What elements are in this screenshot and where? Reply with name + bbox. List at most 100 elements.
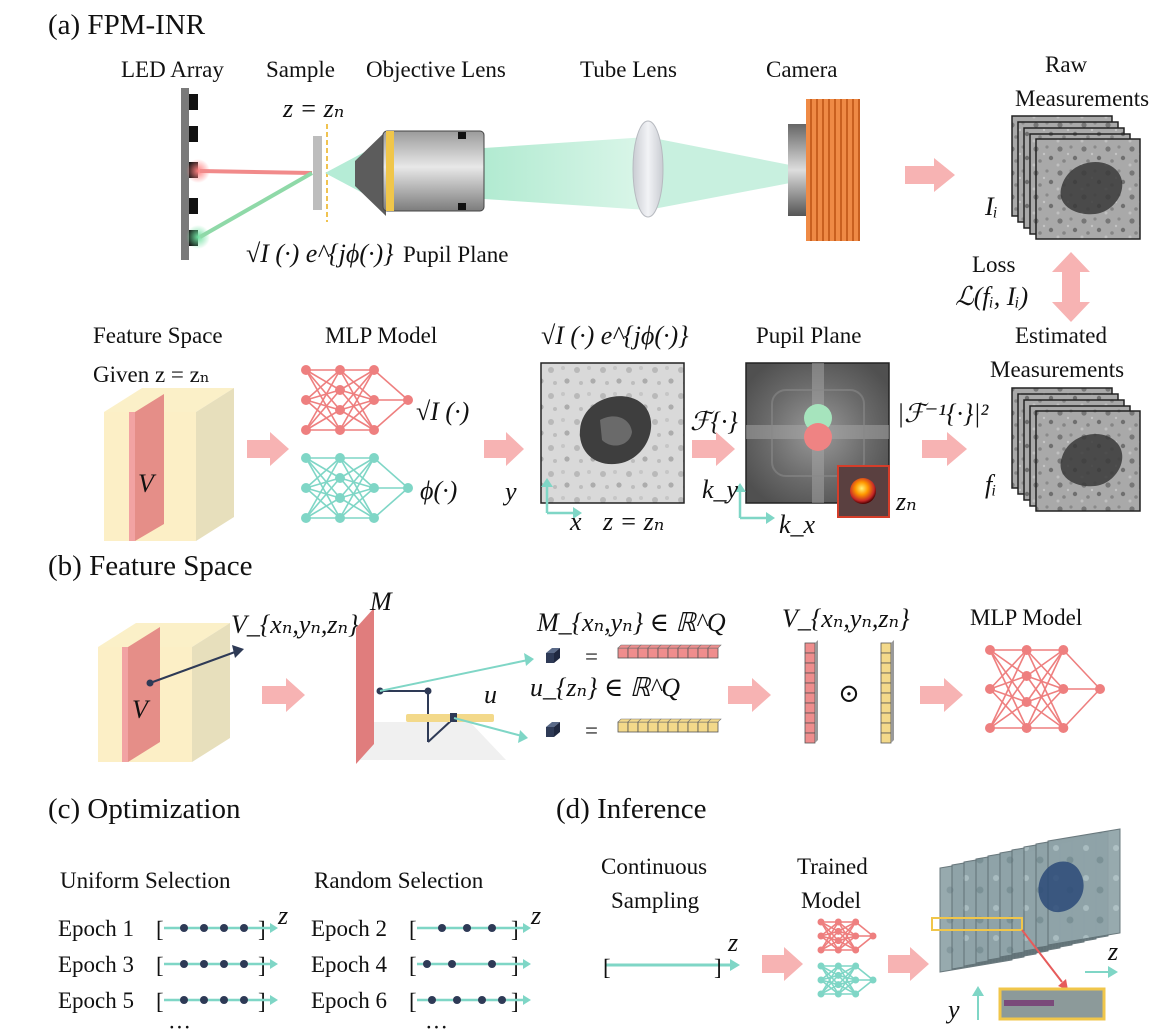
net-node [817, 962, 825, 970]
bracket-close: ] [258, 989, 266, 1014]
sample-dot [463, 924, 471, 932]
sample-slide [313, 136, 322, 210]
u-label: u [484, 680, 497, 709]
arrow-to-mlp [247, 432, 289, 466]
net-edge [339, 389, 375, 431]
vector-cell [687, 721, 699, 733]
bracket-open: [ [156, 917, 164, 942]
vector-cell [697, 721, 709, 733]
net-edge [373, 399, 409, 431]
stack-axis-y-label: y [945, 995, 960, 1024]
z-axis-head [523, 923, 531, 933]
net-node [852, 918, 860, 926]
raw-measurement-stack [1011, 115, 1141, 240]
column-vector-u [880, 640, 894, 744]
coord-arrow-head [232, 645, 244, 658]
net-edge [339, 369, 375, 431]
sample-dot [220, 960, 228, 968]
net-edge [339, 457, 375, 499]
vector-cell [880, 722, 892, 734]
red-ray [199, 169, 313, 175]
epoch-label-right: Epoch 4 [311, 952, 388, 977]
tube-lens [632, 120, 664, 218]
net-edge [339, 389, 375, 401]
vector-cell [627, 647, 639, 659]
objective-lens [355, 130, 485, 216]
panel-b-title: (b) Feature Space [48, 550, 253, 582]
net-node [985, 684, 995, 694]
pupil-axis-kx: k_x [779, 510, 816, 539]
net-edge [837, 935, 857, 951]
epoch-label-right: Epoch 6 [311, 988, 387, 1013]
net-edge [339, 487, 375, 519]
net-edge [339, 477, 375, 489]
net-node [834, 918, 842, 926]
stack-axis-z-head [1108, 966, 1118, 978]
vector-cell [804, 702, 816, 714]
net-edge [1026, 688, 1064, 729]
label-objective-lens: Objective Lens [366, 57, 506, 82]
trained-network-teal [817, 962, 877, 998]
net-edge [1026, 649, 1064, 703]
label-pupil-plane-setup: Pupil Plane [403, 242, 508, 267]
net-edge [820, 965, 839, 986]
sample-dot [478, 996, 486, 1004]
label-given-z: Given z = zₙ [93, 362, 210, 387]
net-node [852, 932, 860, 940]
vector-cell [687, 647, 699, 659]
loss-expression: ℒ(fᵢ, Iᵢ) [955, 282, 1028, 311]
mlp-network-b [985, 645, 1105, 733]
net-node [403, 483, 413, 493]
net-edge [820, 974, 839, 995]
panel-c-title: (c) Optimization [48, 793, 241, 825]
net-edge [339, 457, 375, 479]
vector-cell [667, 647, 679, 659]
sample-dot [448, 960, 456, 968]
net-edge [837, 965, 857, 995]
net-edge [305, 369, 341, 391]
net-node [369, 395, 379, 405]
bracket-close: ] [258, 917, 266, 942]
net-node [335, 453, 345, 463]
net-edge [989, 675, 1027, 690]
net-node [852, 976, 860, 984]
net-node [335, 425, 345, 435]
net-edge [305, 409, 341, 431]
net-node [369, 453, 379, 463]
vector-cell [637, 647, 649, 659]
net-edge [339, 369, 375, 411]
bracket-open: [ [156, 953, 164, 978]
sample-dot [200, 960, 208, 968]
net-node [1021, 723, 1032, 733]
field-axis-y: y [502, 477, 517, 506]
net-edge [989, 649, 1028, 703]
loss-double-arrow [1052, 252, 1090, 322]
label-sample: Sample [266, 57, 335, 82]
vector-cell [804, 732, 816, 744]
vector-cell [804, 692, 816, 704]
vector-cell [667, 721, 679, 733]
net-edge [1026, 701, 1064, 729]
v-coord-label: V_{xₙ,yₙ,zₙ} [231, 610, 359, 639]
net-node [301, 513, 311, 523]
sample-dot [438, 924, 446, 932]
vector-side [891, 640, 894, 743]
vector-cell [880, 682, 892, 694]
net-edge [855, 979, 874, 995]
net-node [834, 981, 842, 989]
label-sampling: Sampling [611, 888, 700, 913]
mlp-network-phase [301, 453, 413, 523]
sample-dot [180, 996, 188, 1004]
net-edge [837, 921, 857, 937]
z-axis-head [523, 995, 531, 1005]
axis-kx-head [766, 512, 775, 524]
inferred-slice [1047, 828, 1121, 946]
net-edge [305, 457, 341, 489]
net-edge [837, 921, 857, 942]
field-image [540, 362, 685, 504]
bracket-close: ] [258, 953, 266, 978]
net-edge [989, 675, 1028, 729]
continuous-sampling-line: [ ] [603, 955, 740, 980]
net-node [817, 946, 825, 954]
net-node [817, 976, 825, 984]
